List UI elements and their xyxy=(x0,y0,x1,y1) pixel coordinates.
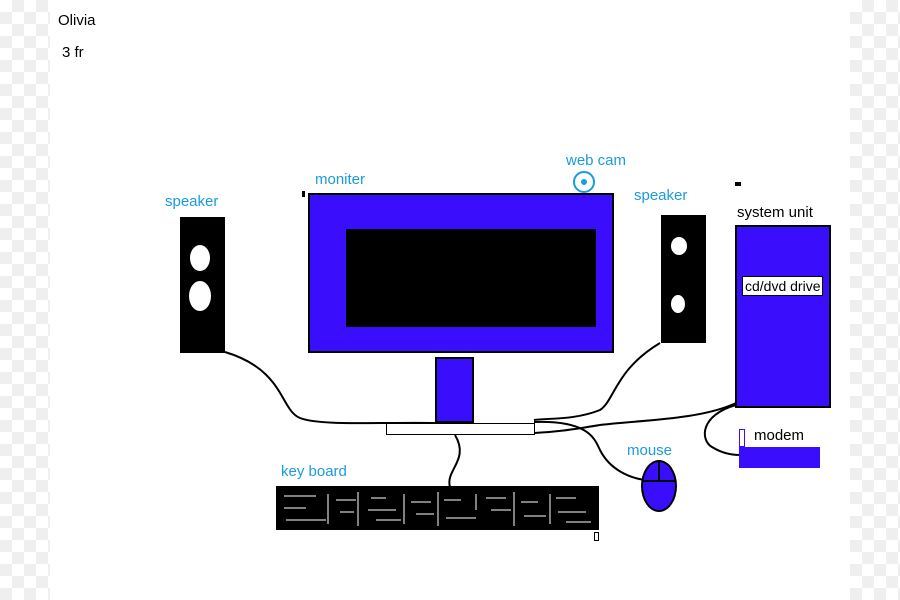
monitor-screen xyxy=(346,229,596,327)
speaker-right-woofer-icon xyxy=(671,295,685,313)
keyboard-keys-icon xyxy=(284,492,591,526)
speaker-left-tweeter-icon xyxy=(190,245,210,271)
background-checker-left xyxy=(0,0,50,600)
webcam-icon xyxy=(573,171,595,193)
system-unit: cd/dvd drive xyxy=(735,225,831,408)
modem-cable xyxy=(703,404,741,456)
speaker-left-woofer-icon xyxy=(189,281,211,311)
system-unit-cable xyxy=(533,402,737,434)
monitor-frame xyxy=(308,193,614,353)
speaker-right-label: speaker xyxy=(634,187,688,204)
keyboard-cable xyxy=(448,434,461,488)
grade-label: 3 fr xyxy=(62,44,84,61)
right-speaker-cable xyxy=(533,342,661,421)
webcam-label: web cam xyxy=(566,152,627,169)
system-unit-tick-mark xyxy=(735,182,741,186)
monitor-base xyxy=(386,423,535,435)
speaker-left xyxy=(180,217,225,353)
speaker-left-label: speaker xyxy=(165,193,219,210)
keyboard-label: key board xyxy=(281,463,347,480)
modem xyxy=(739,447,820,468)
system-unit-label: system unit xyxy=(737,204,813,221)
keyboard-tick-mark xyxy=(594,532,599,541)
mouse-button-divider xyxy=(658,462,660,480)
cd-dvd-drive: cd/dvd drive xyxy=(742,276,824,296)
speaker-right-tweeter-icon xyxy=(671,237,687,255)
mouse-label: mouse xyxy=(627,442,673,459)
mouse-button-line xyxy=(643,480,675,482)
mouse xyxy=(641,460,677,512)
mouse-cable xyxy=(533,420,646,481)
modem-antenna xyxy=(739,429,745,447)
monitor-tick-mark xyxy=(302,191,305,197)
modem-label: modem xyxy=(754,427,805,444)
author-name: Olivia xyxy=(58,12,96,29)
left-speaker-cable xyxy=(224,351,438,425)
monitor-label: moniter xyxy=(315,171,366,188)
webcam-lens-icon xyxy=(581,179,587,185)
speaker-right xyxy=(661,215,706,343)
keyboard xyxy=(276,486,599,530)
monitor-stand xyxy=(435,357,474,423)
background-checker-right xyxy=(850,0,900,600)
